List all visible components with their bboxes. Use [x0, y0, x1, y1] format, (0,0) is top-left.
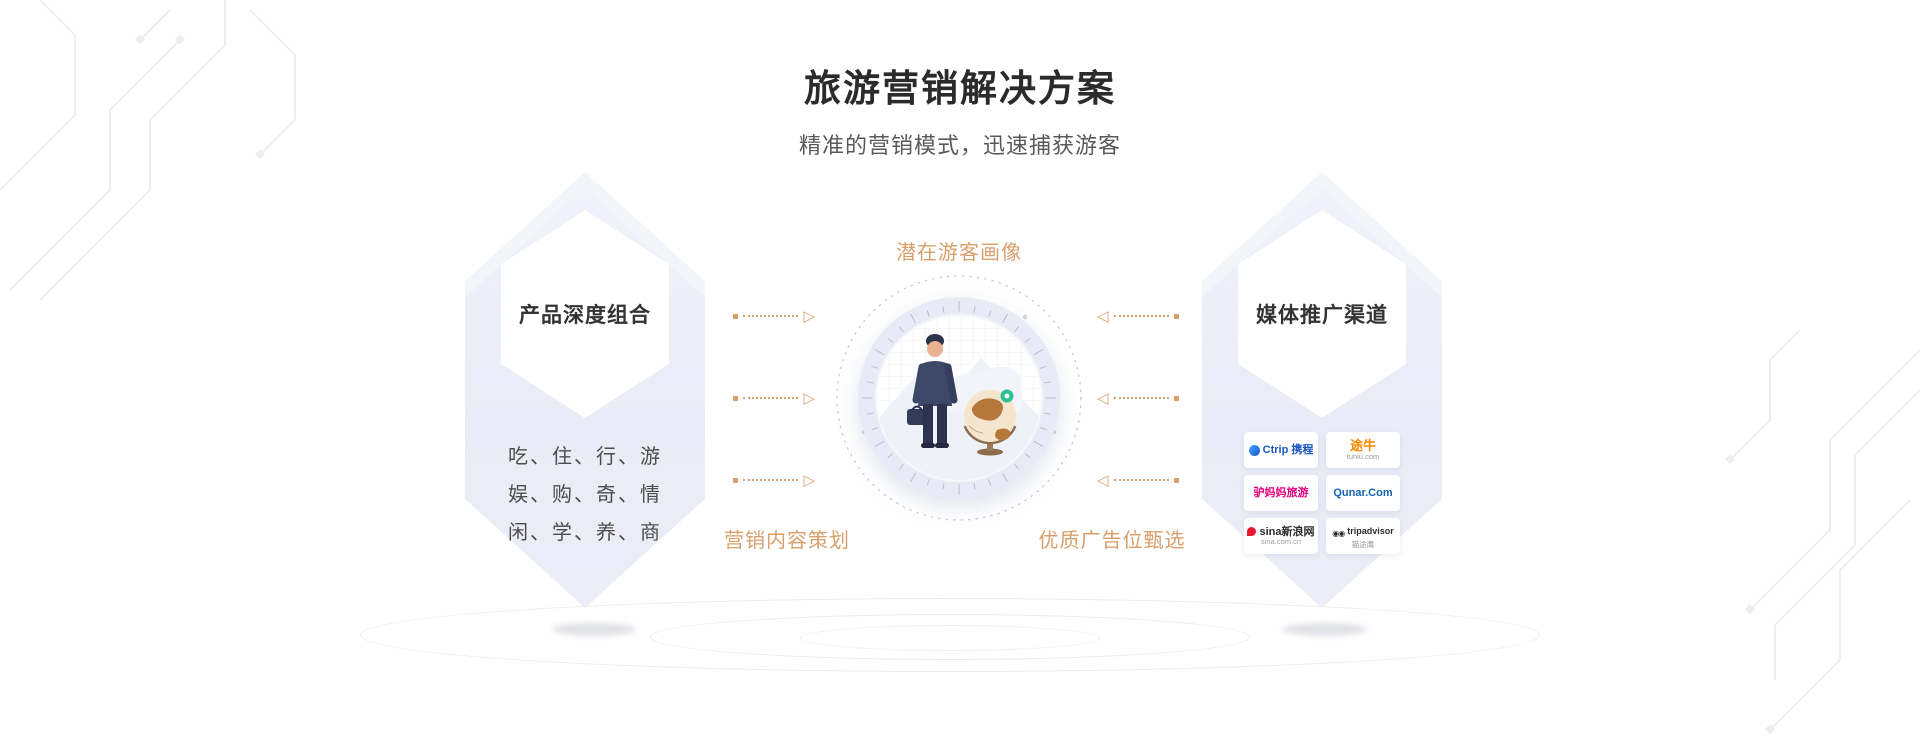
- flow-start-dot: [1174, 313, 1179, 319]
- customer-profile-illustration: [829, 268, 1089, 528]
- flow-start-dot: [1174, 477, 1179, 483]
- page-subtitle: 精准的营销模式，迅速捕获游客: [798, 133, 1121, 158]
- flow-arrow-right-1: [1097, 308, 1179, 324]
- flow-start-dot: [733, 395, 738, 401]
- ground-ring-middle: [650, 614, 1250, 660]
- flow-start-dot: [1174, 395, 1179, 401]
- logo-tuniu: 途牛 tuniu.com: [1326, 432, 1400, 468]
- product-combination-card: 产品深度组合 吃、住、行、游 娱、购、奇、情 闲、学、养、商: [465, 172, 705, 608]
- sina-eye-icon: [1247, 527, 1257, 537]
- product-item-line: 娱、购、奇、情: [508, 484, 662, 506]
- label-marketing-content-planning: 营销内容策划: [724, 530, 850, 552]
- product-item-line: 吃、住、行、游: [508, 446, 662, 468]
- label-potential-tourist-profile: 潜在游客画像: [896, 242, 1022, 264]
- dotted-line: [1113, 315, 1169, 317]
- media-channels-card: 媒体推广渠道 Ctrip 携程 途牛 tuniu.com 驴妈妈旅游 Qunar…: [1202, 172, 1442, 608]
- flow-start-dot: [733, 313, 738, 319]
- flow-arrow-left-3: [733, 472, 815, 488]
- arrow-right-icon: [803, 309, 815, 324]
- tripadvisor-owl-icon: [1332, 523, 1344, 541]
- media-card-title: 媒体推广渠道: [1256, 304, 1388, 327]
- logo-lvmama: 驴妈妈旅游: [1244, 475, 1318, 511]
- dotted-line: [1113, 397, 1169, 399]
- arrow-right-icon: [803, 391, 815, 406]
- ground-ring-inner: [800, 625, 1100, 651]
- globe-illustration: [963, 389, 1017, 456]
- right-card-shadow: [1283, 623, 1367, 636]
- flow-arrow-right-3: [1097, 472, 1179, 488]
- logo-qunar: Qunar.Com: [1326, 475, 1400, 511]
- logo-tripadvisor: tripadvisor 猫途鹰: [1326, 518, 1400, 554]
- dotted-line: [743, 479, 799, 481]
- arrow-left-icon: [1097, 309, 1109, 324]
- circuit-decoration-top-left: [0, 0, 296, 300]
- flow-arrow-left-1: [733, 308, 815, 324]
- ctrip-dolphin-icon: [1248, 444, 1260, 456]
- ground-ring-outer: [360, 598, 1540, 672]
- traveler-illustration: [907, 334, 958, 448]
- flow-arrow-left-2: [733, 390, 815, 406]
- left-card-shadow: [552, 623, 636, 636]
- dotted-line: [1113, 479, 1169, 481]
- flow-arrow-right-2: [1097, 390, 1179, 406]
- media-logo-grid: Ctrip 携程 途牛 tuniu.com 驴妈妈旅游 Qunar.Com si…: [1244, 432, 1400, 554]
- flow-start-dot: [733, 477, 738, 483]
- dotted-line: [743, 315, 799, 317]
- dotted-line: [743, 397, 799, 399]
- page-title: 旅游营销解决方案: [804, 68, 1116, 109]
- arrow-right-icon: [803, 473, 815, 488]
- product-item-line: 闲、学、养、商: [508, 522, 662, 544]
- circuit-decoration-right: [1725, 330, 1920, 735]
- logo-sina: sina新浪网 sina.com.cn: [1244, 518, 1318, 554]
- product-card-items: 吃、住、行、游 娱、购、奇、情 闲、学、养、商: [465, 438, 705, 552]
- arrow-left-icon: [1097, 391, 1109, 406]
- logo-ctrip: Ctrip 携程: [1244, 432, 1318, 468]
- label-premium-ad-selection: 优质广告位甄选: [1038, 530, 1186, 552]
- arrow-left-icon: [1097, 473, 1109, 488]
- product-card-title: 产品深度组合: [519, 304, 651, 327]
